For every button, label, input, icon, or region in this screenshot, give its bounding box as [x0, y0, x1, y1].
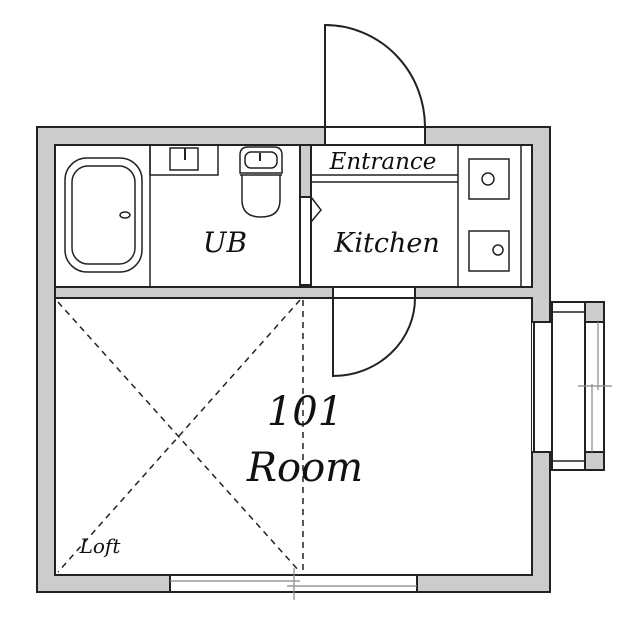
entrance-door-opening [324, 126, 426, 146]
main-room-area [54, 297, 533, 576]
loft-label: Loft [79, 534, 122, 558]
bathtub [64, 157, 143, 273]
stove-burner [468, 158, 510, 200]
toilet [239, 146, 283, 218]
kitchen-label: Kitchen [333, 228, 440, 259]
ub-label: UB [203, 226, 247, 259]
bay-window [532, 301, 612, 471]
loft-outline [57, 299, 304, 575]
kitchen-door-opening [332, 286, 416, 299]
ub-door-opening [299, 196, 312, 286]
kitchen-door-swing[interactable] [332, 297, 416, 378]
room-number: 101 [267, 389, 343, 435]
sink-counter [149, 144, 219, 176]
bottom-window [169, 568, 418, 600]
kitchen-sink [468, 230, 510, 272]
entrance-label: Entrance [329, 149, 437, 175]
room-label: Room [246, 445, 363, 491]
ub-folding-door [310, 196, 322, 223]
entrance-door-swing[interactable] [324, 23, 426, 128]
drain-icon [119, 211, 131, 219]
upper-area [54, 144, 533, 288]
